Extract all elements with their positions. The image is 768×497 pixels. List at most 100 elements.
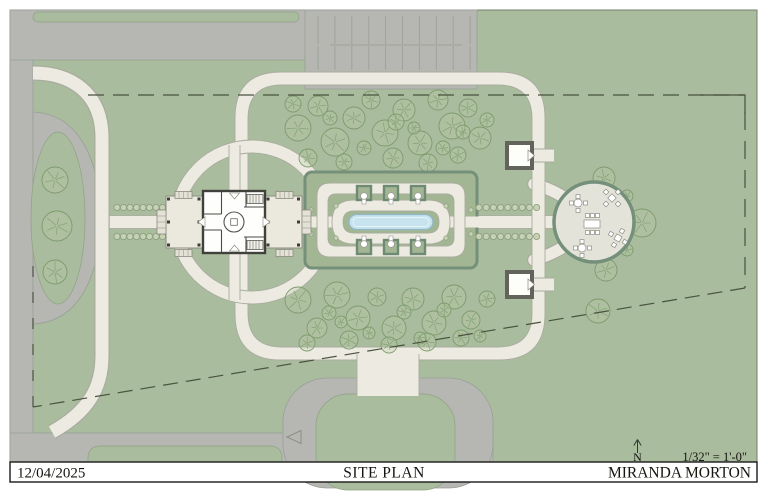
tree-symbol — [41, 166, 69, 194]
tree-symbol — [449, 146, 467, 164]
shrub — [504, 232, 512, 240]
tree-symbol — [322, 110, 338, 126]
tree-symbol — [371, 119, 399, 147]
patio-furniture — [569, 188, 629, 258]
tree-symbol — [362, 326, 376, 340]
reflecting-pool — [348, 213, 434, 231]
main-building — [156, 189, 312, 257]
tree-symbol — [361, 90, 381, 110]
tree-symbol — [585, 298, 611, 324]
tree-symbol — [380, 336, 398, 354]
main-loop-walk — [234, 71, 546, 361]
house-interior-walls — [203, 191, 265, 253]
shrub — [126, 203, 134, 211]
shrub — [482, 203, 490, 211]
trees-layer — [41, 89, 657, 354]
tree-symbol — [421, 310, 447, 336]
fountain-basin — [360, 240, 368, 248]
pavilion-south — [505, 270, 536, 299]
tree-symbol — [42, 259, 68, 285]
formal-garden — [303, 170, 479, 270]
tree-symbol — [323, 281, 351, 309]
shrub — [139, 232, 147, 240]
tree-symbol — [345, 305, 371, 331]
shrub — [145, 203, 153, 211]
central-rotunda — [223, 211, 245, 233]
tree-symbol — [435, 140, 451, 156]
tree-symbol — [418, 153, 438, 173]
shrub — [139, 203, 147, 211]
pool-surround-walk — [331, 199, 451, 245]
tree-symbol — [401, 287, 425, 311]
shrub — [489, 203, 497, 211]
west-road — [9, 9, 34, 463]
shrub — [511, 232, 519, 240]
tree-symbol — [284, 95, 302, 113]
tree-symbol — [452, 329, 470, 347]
tree-symbol — [298, 334, 316, 352]
shrub — [533, 203, 541, 211]
titleblock-author: MIRANDA MORTON — [608, 465, 751, 482]
tree-symbol — [382, 147, 404, 169]
tree-symbol — [438, 112, 466, 140]
tree-symbol — [461, 310, 481, 330]
step-treads — [157, 192, 311, 257]
tree-symbol — [367, 287, 387, 307]
tree-symbol — [335, 153, 353, 171]
west-walk — [32, 66, 109, 438]
shrub — [497, 203, 505, 211]
shrub — [120, 232, 128, 240]
titleblock-date: 12/04/2025 — [17, 466, 85, 482]
titleblock-title: SITE PLAN — [343, 465, 425, 482]
pavilion-north — [505, 141, 536, 170]
tree-symbol — [320, 127, 350, 157]
east-terrace — [264, 195, 303, 249]
parking-stall-lines — [317, 16, 471, 70]
fountain-basin — [387, 192, 395, 200]
shrub — [132, 232, 140, 240]
shrub — [511, 203, 519, 211]
tree-symbol — [306, 317, 328, 339]
shrub — [525, 232, 533, 240]
shrub — [525, 203, 533, 211]
north-label: N — [633, 450, 642, 464]
shrub — [518, 203, 526, 211]
shrub — [482, 232, 490, 240]
tree-symbol — [334, 315, 348, 329]
north-arrow — [633, 439, 642, 453]
pool-water-highlight — [352, 217, 430, 227]
dining-patio — [552, 180, 636, 264]
tree-symbol — [427, 89, 449, 111]
west-terrace — [165, 195, 204, 249]
scale-label: 1/32" = 1'-0" — [682, 450, 747, 464]
tree-symbol — [41, 210, 73, 242]
tree-group-oval-left — [41, 166, 73, 285]
tree-group-grove-bottom — [284, 281, 496, 354]
tree-symbol — [381, 315, 407, 341]
garden-perimeter-walk — [316, 182, 466, 258]
shrub — [518, 232, 526, 240]
tree-symbol — [473, 329, 487, 343]
tree-symbol — [436, 302, 452, 318]
shrub — [533, 232, 541, 240]
shrub — [475, 203, 483, 211]
tree-symbol — [339, 330, 359, 350]
shrub — [113, 232, 121, 240]
rotunda-detail — [230, 218, 238, 226]
tree-symbol — [356, 140, 372, 156]
tree-symbol — [342, 106, 366, 130]
tree-symbol — [387, 113, 405, 131]
tree-symbol — [284, 286, 312, 314]
tree-symbol — [468, 126, 492, 150]
tree-symbol — [396, 304, 412, 320]
fountain-basin — [414, 240, 422, 248]
tree-symbol — [479, 112, 495, 128]
pavement-arrow-marking — [285, 429, 302, 445]
tree-symbol — [307, 95, 329, 117]
shrub — [489, 232, 497, 240]
tree-symbol — [455, 124, 471, 140]
garden-planters — [355, 184, 427, 256]
west-oval-median — [30, 131, 86, 305]
